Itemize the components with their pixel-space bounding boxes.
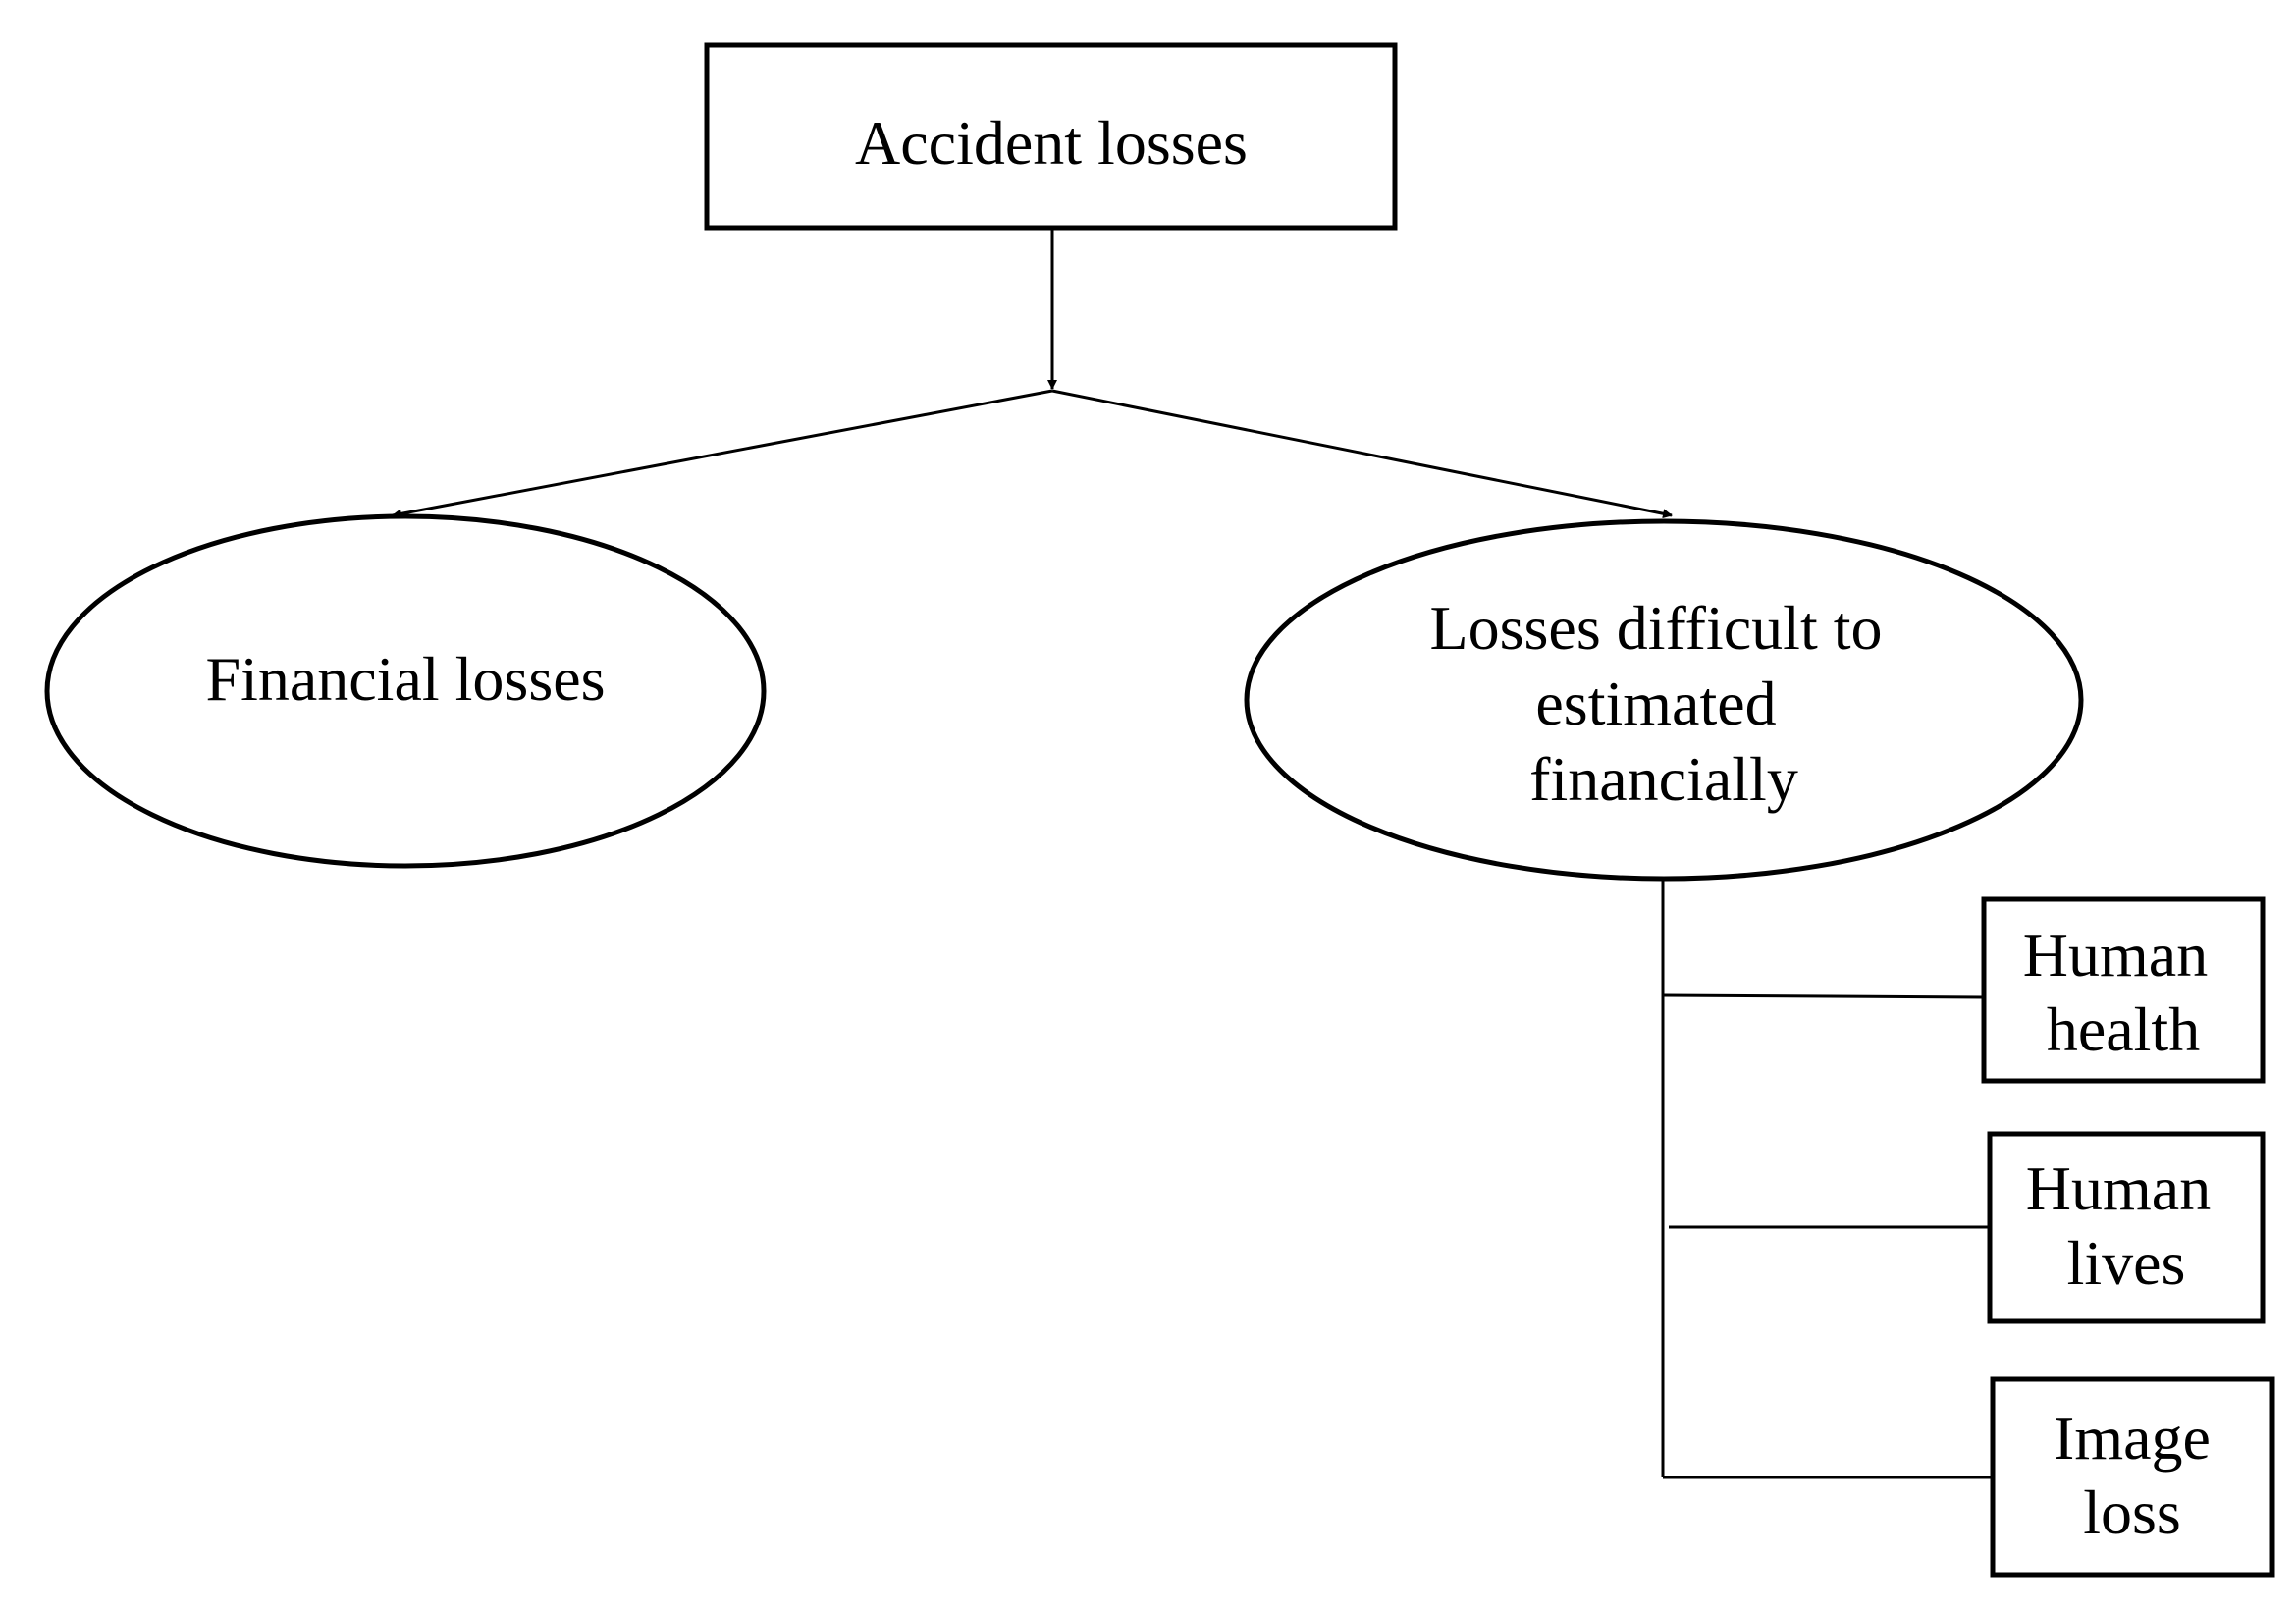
node-human-lives-line-1: Human — [2026, 1154, 2211, 1223]
node-losses-difficult-line-3: financially — [1529, 744, 1798, 814]
connector-split-to-difficult — [1051, 389, 1673, 519]
node-human-health-line-2: health — [2047, 994, 2200, 1064]
node-financial-losses: Financial losses — [44, 513, 767, 869]
connector-split-to-financial — [392, 389, 1053, 519]
node-accident-losses: Accident losses — [704, 42, 1398, 231]
node-image-loss-label: Image loss — [2054, 1403, 2226, 1547]
node-human-health: Human health — [1981, 896, 2266, 1084]
node-image-loss: Image loss — [1990, 1376, 2275, 1578]
node-losses-difficult-line-1: Losses difficult to — [1430, 593, 1883, 663]
node-losses-difficult: Losses difficult to estimated financiall… — [1244, 518, 2084, 882]
node-losses-difficult-label: Losses difficult to estimated financiall… — [1430, 593, 1898, 814]
node-accident-losses-label: Accident losses — [855, 108, 1248, 178]
node-human-health-label: Human health — [2023, 920, 2223, 1064]
node-image-loss-line-1: Image — [2054, 1403, 2211, 1473]
node-image-loss-line-2: loss — [2083, 1477, 2181, 1547]
node-financial-losses-ellipse — [44, 513, 767, 869]
node-financial-losses-label: Financial losses — [205, 644, 605, 714]
node-image-loss-box — [1990, 1376, 2275, 1578]
node-human-lives-box — [1987, 1131, 2266, 1324]
node-accident-losses-box — [704, 42, 1398, 231]
node-human-lives-line-2: lives — [2067, 1228, 2186, 1298]
node-accident-losses-line: Accident losses — [855, 108, 1248, 178]
node-losses-difficult-line-2: estimated — [1535, 669, 1776, 738]
node-human-lives-label: Human lives — [2026, 1154, 2226, 1298]
node-human-lives: Human lives — [1987, 1131, 2266, 1324]
connector-to-human-health — [1662, 993, 1984, 999]
node-financial-losses-line: Financial losses — [205, 644, 605, 714]
node-human-health-box — [1981, 896, 2266, 1084]
node-losses-difficult-ellipse — [1244, 518, 2084, 882]
node-human-health-line-1: Human — [2023, 920, 2208, 990]
